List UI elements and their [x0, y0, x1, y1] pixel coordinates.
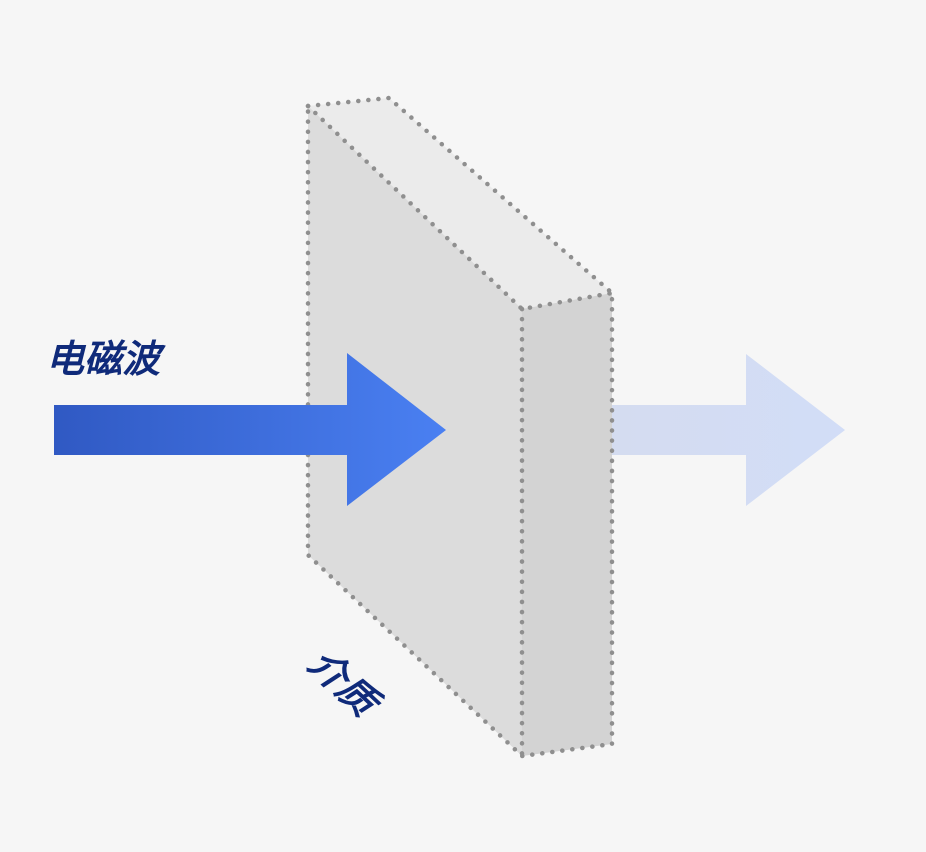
- slab-side-face: [522, 293, 612, 756]
- slab-top-face: [308, 98, 612, 309]
- incident-wave-arrow: [54, 353, 446, 506]
- wave-label: 电磁波: [46, 337, 166, 381]
- medium-label: 介质: [300, 640, 389, 727]
- slab-outline: [305, 95, 615, 759]
- transmitted-wave-arrow: [612, 354, 845, 506]
